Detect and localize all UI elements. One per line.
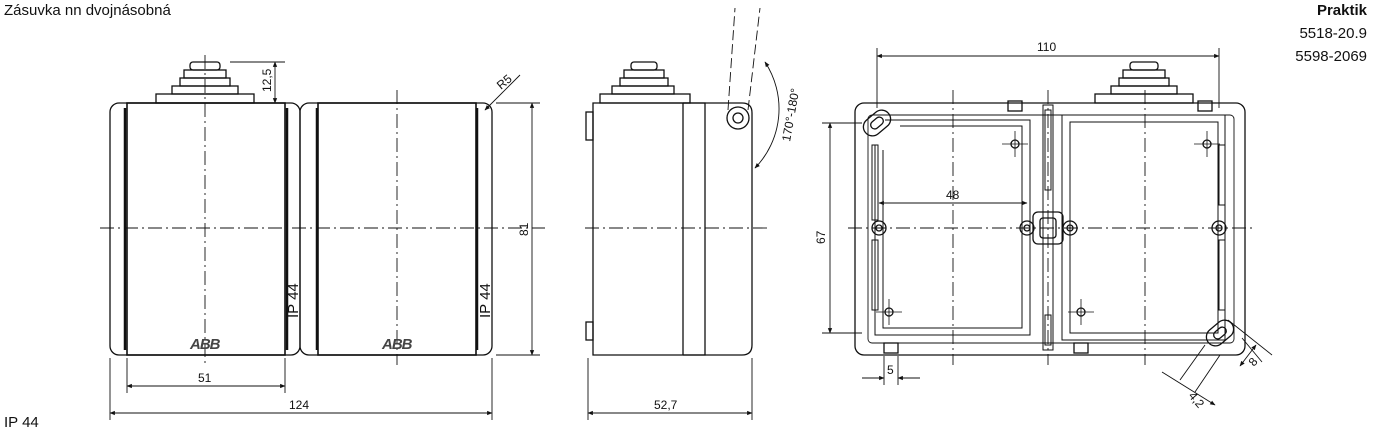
side-cover: [683, 102, 753, 356]
ip-label-left: IP 44: [285, 283, 302, 318]
back-outline: [854, 102, 1246, 356]
dim-back-height: 67: [814, 230, 828, 244]
dim-center-distance: 48: [946, 188, 960, 202]
right-module-outline: [299, 102, 493, 356]
dim-hinge-angle: 170°-180°: [779, 87, 802, 142]
cable-gland-side: [599, 61, 691, 104]
dim-height: 81: [517, 222, 531, 236]
cable-gland-back: [1094, 61, 1194, 104]
product-title: Zásuvka nn dvojnásobná: [4, 2, 171, 19]
dim-radius: R5: [494, 72, 515, 93]
mounting-slot-bottom-right: [1205, 319, 1235, 347]
left-module-cover: [126, 102, 286, 356]
dim-gland: 12,5: [260, 68, 274, 92]
dim-back-width: 110: [1037, 40, 1056, 54]
dim-slot-width: 4,2: [1186, 389, 1208, 411]
series-name: Praktik: [1316, 2, 1367, 19]
dim-total-width: 124: [289, 398, 309, 412]
abb-logo-left: ABB: [189, 336, 221, 353]
dim-single-width: 51: [198, 371, 212, 385]
back-view: [822, 48, 1273, 406]
ip-label-right: IP 44: [477, 283, 494, 318]
abb-logo-right: ABB: [381, 336, 413, 353]
side-view: [585, 7, 780, 420]
hinge-detail: [726, 106, 750, 130]
protection-rating: IP 44: [4, 414, 39, 431]
front-view: [100, 55, 545, 420]
dim-slot-length: 8: [1246, 355, 1261, 369]
side-body: [592, 102, 706, 356]
dim-depth: 52,7: [654, 398, 678, 412]
product-code-1: 5518-20.9: [1299, 25, 1367, 42]
mounting-slot-top-left: [862, 109, 892, 137]
product-code-2: 5598-2069: [1295, 48, 1367, 65]
dim-tab: 5: [887, 363, 894, 377]
